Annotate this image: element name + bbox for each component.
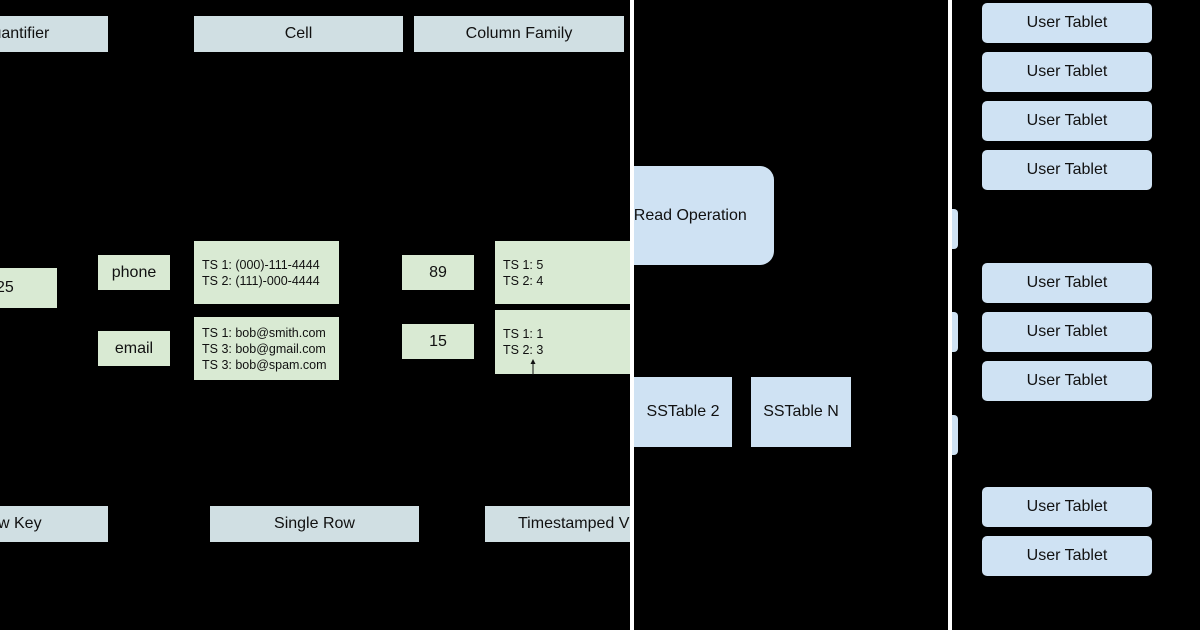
qualifier-email: email — [98, 331, 170, 366]
user-tablet: User Tablet — [982, 52, 1152, 92]
phone-cell-line: TS 1: (000)-111-4444 — [202, 257, 320, 272]
ts-email-cell: TS 1: 1 TS 2: 3 — [495, 310, 630, 374]
phone-cell: TS 1: (000)-111-4444 TS 2: (111)-000-444… — [194, 241, 339, 304]
ts-email-line: TS 1: 1 — [503, 327, 544, 341]
row-key-value: 25 — [0, 268, 57, 308]
user-tablet: User Tablet — [982, 3, 1152, 43]
tablet-group-edge — [952, 312, 958, 352]
user-tablet: User Tablet — [982, 361, 1152, 401]
sstable-n-box: SSTable N — [751, 377, 851, 447]
ts-email-line: TS 2: 3 — [503, 343, 544, 357]
quantifier-header: Quantifier — [0, 16, 108, 52]
sstable-2-box: SSTable 2 — [634, 377, 732, 447]
panel-divider-right — [948, 0, 952, 630]
tablet-group-edge — [952, 415, 958, 455]
user-tablet: User Tablet — [982, 312, 1152, 352]
email-cell-line: TS 3: bob@spam.com — [202, 357, 327, 372]
ts-phone-line: TS 1: 5 — [503, 257, 544, 272]
user-tablet: User Tablet — [982, 487, 1152, 527]
single-row-footer: Single Row — [210, 506, 419, 542]
panel-divider-left — [630, 0, 634, 630]
row-key-footer: w Key — [0, 506, 108, 542]
user-tablet: User Tablet — [982, 536, 1152, 576]
read-path-panel: r Read Operation SSTable 2 SSTable N — [634, 0, 948, 630]
read-operation-box: r Read Operation — [634, 166, 774, 265]
ts-phone-cell: TS 1: 5 TS 2: 4 — [495, 241, 630, 304]
user-tablet: User Tablet — [982, 101, 1152, 141]
qualifier-phone: phone — [98, 255, 170, 290]
column-family-header: Column Family — [414, 16, 624, 52]
ts-phone-line: TS 2: 4 — [503, 273, 544, 288]
cf-value-phone: 89 — [402, 255, 474, 290]
email-cell-line: TS 3: bob@gmail.com — [202, 341, 326, 356]
timestamped-footer: Timestamped V — [485, 506, 630, 542]
pointer-arrow — [530, 359, 536, 375]
user-tablet: User Tablet — [982, 150, 1152, 190]
tablet-group-edge — [952, 209, 958, 249]
phone-cell-line: TS 2: (111)-000-4444 — [202, 273, 320, 288]
cell-header: Cell — [194, 16, 403, 52]
data-model-panel: Quantifier Cell Column Family 25 phone e… — [0, 16, 630, 542]
email-cell-line: TS 1: bob@smith.com — [202, 325, 326, 340]
email-cell: TS 1: bob@smith.com TS 3: bob@gmail.com … — [194, 317, 339, 380]
cf-value-email: 15 — [402, 324, 474, 359]
user-tablet: User Tablet — [982, 263, 1152, 303]
